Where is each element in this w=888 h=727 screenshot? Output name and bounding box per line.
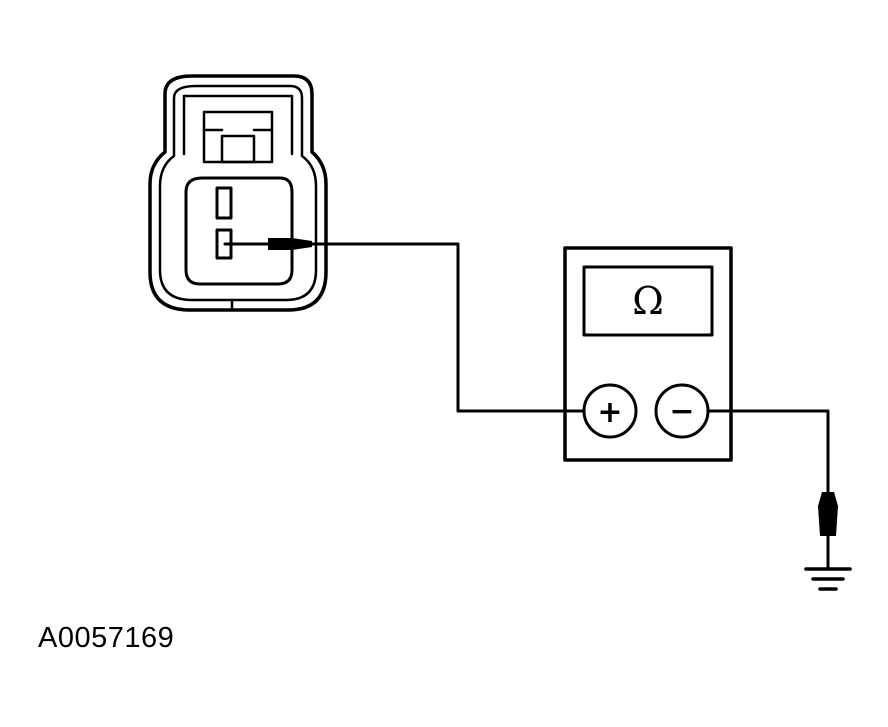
positive-terminal — [582, 383, 638, 439]
ohm-symbol: Ω — [632, 279, 664, 323]
probe-icon — [223, 238, 312, 250]
ground-probe-icon — [818, 492, 838, 570]
positive-lead-wire — [310, 242, 586, 413]
ground-icon — [804, 567, 852, 591]
figure-id: A0057169 — [38, 622, 175, 654]
ohmmeter: Ω + − — [563, 246, 733, 462]
meter-display — [582, 265, 714, 337]
connector-icon — [148, 74, 328, 312]
negative-terminal-label: − — [669, 394, 694, 429]
negative-lead-wire — [706, 409, 830, 494]
positive-terminal-label: + — [597, 395, 622, 430]
